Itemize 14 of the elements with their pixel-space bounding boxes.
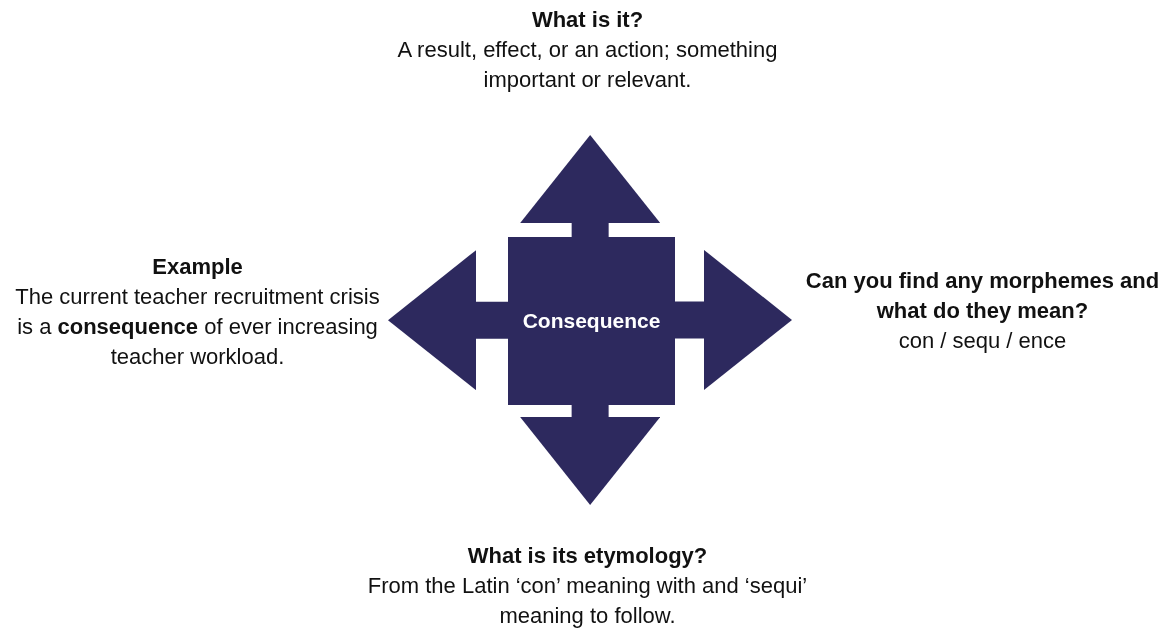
description: The current teacher recruitment crisis is a consequence of ever increasing teacher workload. [14, 283, 381, 371]
node-title: Consequence [522, 308, 661, 334]
arrow [388, 250, 508, 391]
description: A result, effect, or an action; something important or relevant. [396, 36, 779, 94]
heading: What is it? [530, 6, 645, 34]
heading: Can you find any morphemes and what do they mean? [804, 267, 1161, 325]
heading: Example [151, 253, 244, 281]
description: From the Latin ‘con’ meaning with and ‘sequi’ meaning to follow. [366, 572, 809, 629]
center-square [508, 237, 675, 405]
heading: What is its etymology? [466, 542, 709, 570]
arrow [520, 405, 661, 505]
description: con / sequ / ence [897, 327, 1068, 355]
arrow [520, 135, 661, 237]
arrow [675, 249, 792, 390]
